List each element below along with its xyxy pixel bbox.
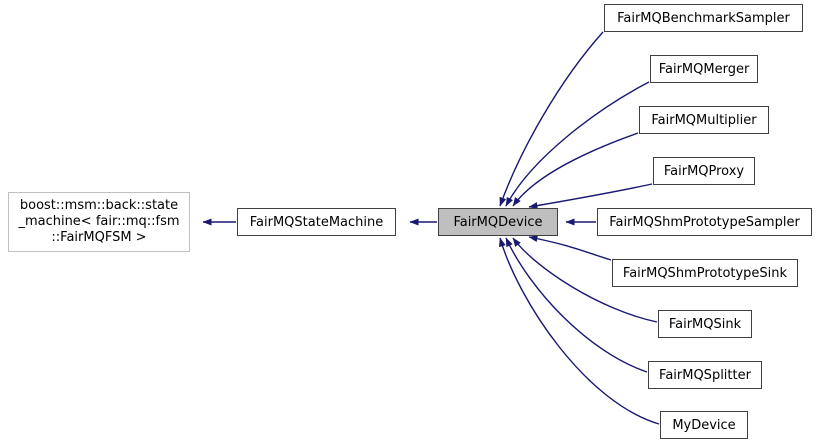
- node-fairmq-merger[interactable]: FairMQMerger: [650, 55, 758, 83]
- node-label: FairMQProxy: [663, 163, 745, 179]
- edge-device-to-merger: [505, 81, 650, 207]
- node-label: FairMQMultiplier: [651, 112, 757, 128]
- node-label: FairMQSplitter: [659, 367, 751, 383]
- node-my-device[interactable]: MyDevice: [660, 411, 748, 439]
- node-fairmq-state-machine[interactable]: FairMQStateMachine: [237, 208, 396, 236]
- node-fairmq-multiplier[interactable]: FairMQMultiplier: [639, 106, 769, 134]
- node-label: FairMQDevice: [453, 214, 543, 230]
- node-label: FairMQShmPrototypeSink: [622, 265, 788, 281]
- node-fairmq-benchmark-sampler[interactable]: FairMQBenchmarkSampler: [604, 4, 803, 32]
- node-label: FairMQMerger: [658, 61, 750, 77]
- node-label: boost::msm::back::state _machine< fair::…: [18, 198, 180, 245]
- edge-device-to-benchmark-sampler: [499, 31, 604, 207]
- node-fairmq-sink[interactable]: FairMQSink: [658, 310, 752, 338]
- node-label: FairMQStateMachine: [249, 214, 384, 230]
- node-label: FairMQShmPrototypeSampler: [609, 214, 800, 230]
- node-boost-state-machine[interactable]: boost::msm::back::state _machine< fair::…: [8, 192, 190, 252]
- node-fairmq-splitter[interactable]: FairMQSplitter: [648, 361, 762, 389]
- edge-device-to-shm-sink: [528, 235, 612, 261]
- node-label: FairMQSink: [668, 316, 742, 332]
- node-label: FairMQBenchmarkSampler: [617, 10, 790, 26]
- node-fairmq-proxy[interactable]: FairMQProxy: [653, 157, 755, 185]
- node-fairmq-shm-prototype-sampler[interactable]: FairMQShmPrototypeSampler: [597, 208, 812, 236]
- edge-device-to-multiplier: [512, 132, 639, 207]
- node-fairmq-shm-prototype-sink[interactable]: FairMQShmPrototypeSink: [612, 259, 798, 287]
- node-label: MyDevice: [672, 417, 736, 433]
- node-fairmq-device[interactable]: FairMQDevice: [438, 208, 558, 236]
- edge-device-to-proxy: [528, 183, 653, 210]
